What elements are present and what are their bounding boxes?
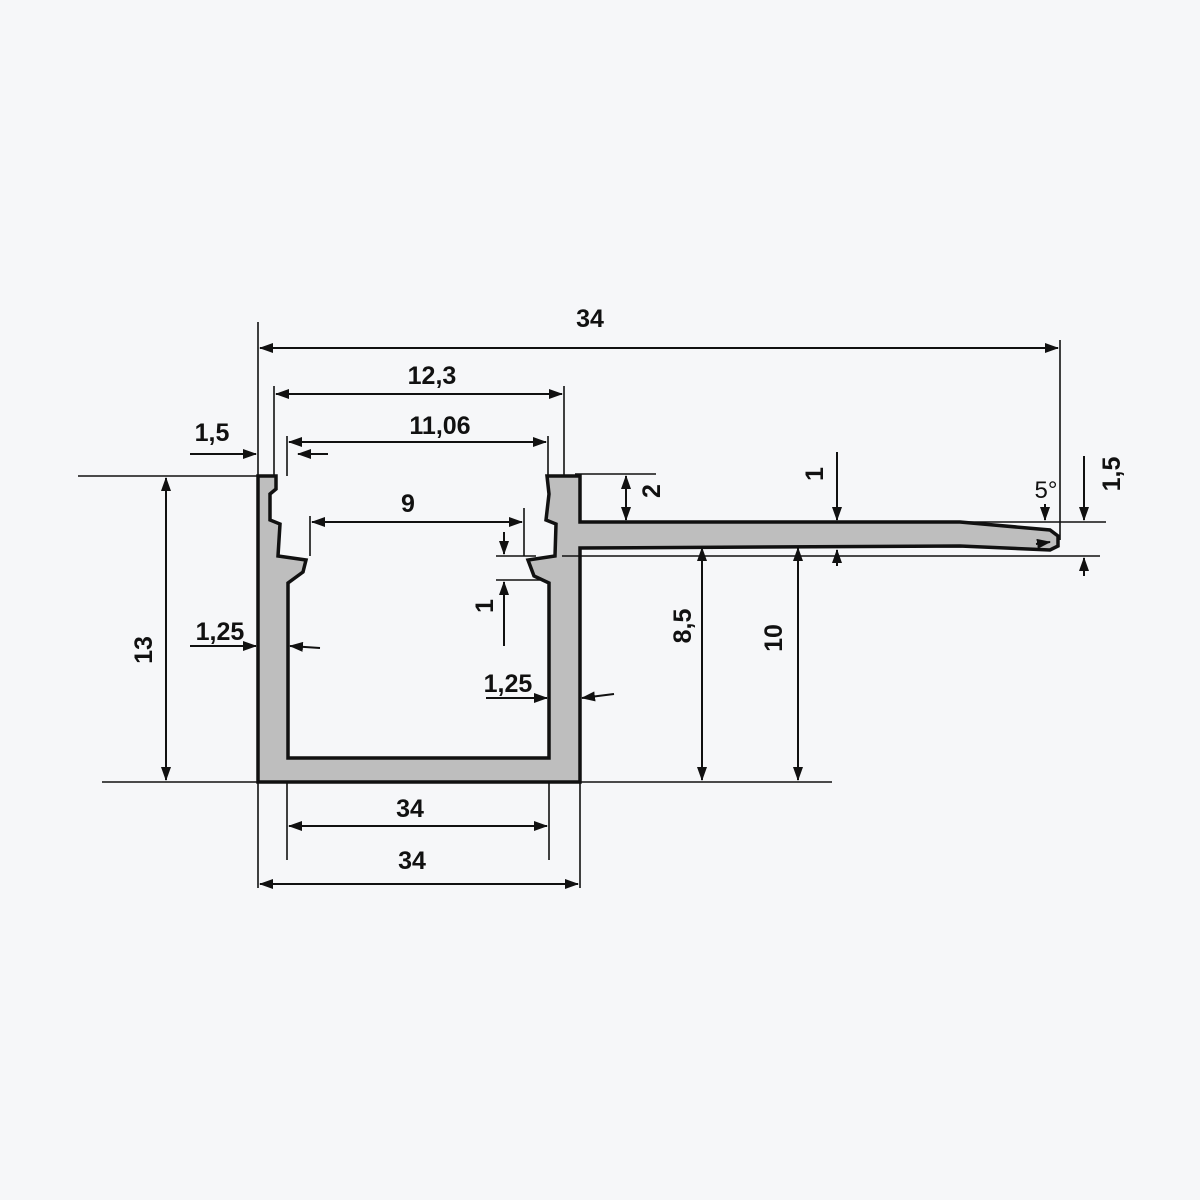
- dim-flange-thickness: 1: [801, 467, 829, 481]
- dim-overall-width: 34: [576, 305, 604, 333]
- dim-ridge-height: 1: [471, 599, 499, 613]
- dim-height: 13: [130, 636, 158, 664]
- dim-right-wall: 1,25: [484, 670, 533, 698]
- dim-slot-width: 11,06: [409, 412, 470, 440]
- dim-angle: 5°: [1035, 477, 1058, 504]
- dim-channel-width: 12,3: [408, 362, 457, 390]
- extension-lines: [78, 322, 1106, 888]
- dim-wall-thickness: 1,5: [195, 419, 230, 447]
- dim-inner-width: 9: [401, 490, 415, 518]
- dim-flange-height-b: 10: [760, 624, 788, 652]
- dim-bottom-inner: 34: [396, 795, 424, 823]
- dimension-lines: [161, 343, 1089, 889]
- dim-lip-height: 2: [638, 484, 666, 498]
- dim-left-wall: 1,25: [196, 618, 245, 646]
- dim-flange-end: 1,5: [1098, 457, 1126, 492]
- dim-flange-height-a: 8,5: [669, 609, 697, 644]
- dim-bottom-outer: 34: [398, 847, 426, 875]
- profile-section: [256, 474, 1060, 784]
